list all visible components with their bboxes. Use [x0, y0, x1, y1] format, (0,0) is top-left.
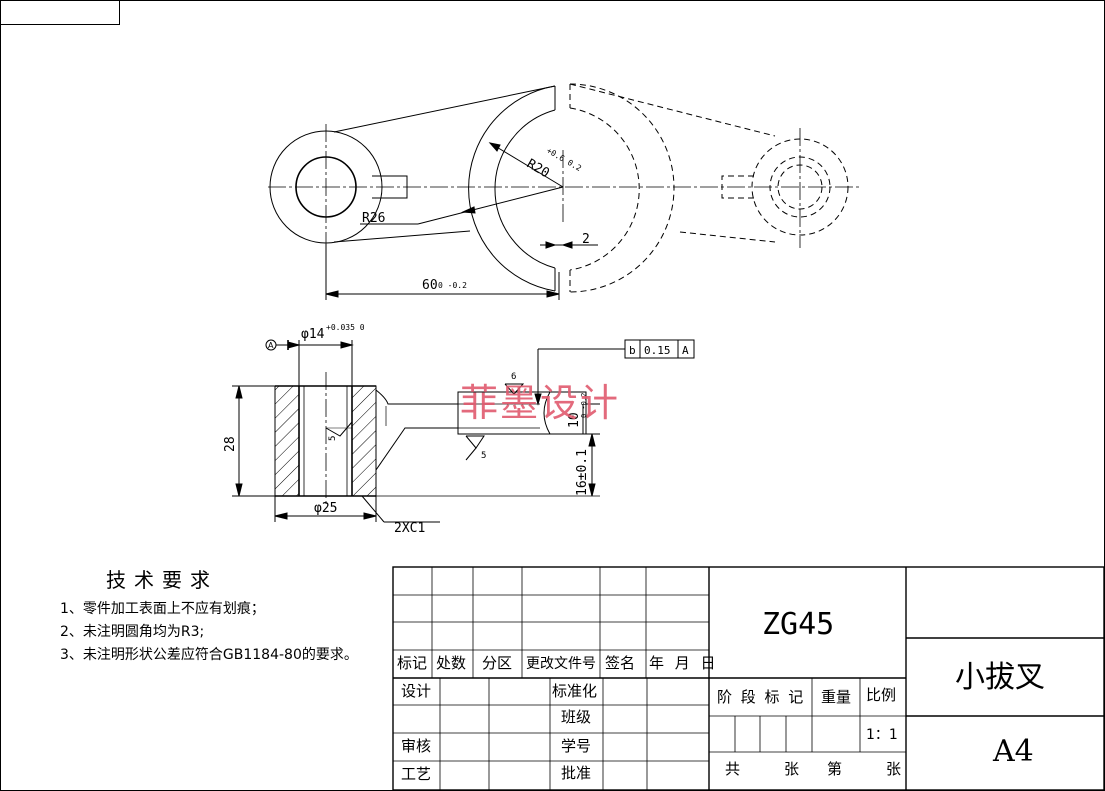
tb-number: 第: [827, 760, 843, 778]
mirror-inner-arc: [569, 107, 640, 271]
tb-approve: 批准: [561, 764, 592, 782]
tb-scale: 1：1: [866, 727, 898, 743]
dim-10: 10: [567, 412, 582, 428]
tech-title: 技术要求: [106, 568, 218, 592]
material: ZG45: [762, 607, 835, 642]
roughness-top: [504, 383, 525, 395]
roughness-bore: [325, 421, 353, 437]
tb-sheets-1: 张: [784, 760, 800, 778]
part-name: 小拔叉: [955, 660, 1045, 695]
tb-change-doc: 更改文件号: [526, 656, 596, 672]
dim-10-tol: 0 -0.2: [580, 393, 588, 418]
dim-r26: R26: [362, 211, 385, 226]
r20-leader: [489, 142, 564, 188]
tb-signature: 签名: [605, 654, 636, 672]
r26-arrow: [461, 206, 476, 214]
tech-item-2: 2、未注明圆角均为R3;: [60, 624, 205, 640]
tb-total: 共: [725, 760, 741, 778]
fcf-frame: [624, 339, 695, 359]
tb-mark: 标记: [397, 654, 428, 672]
dim-60: 60: [422, 278, 438, 293]
r20-arrow: [488, 142, 501, 152]
dim28-arrow-top: [235, 385, 243, 399]
arm-bottom-line: [333, 230, 471, 243]
tb-weight: 重量: [821, 688, 852, 706]
dim-28: 28: [223, 436, 238, 452]
watermark: 菲墨设计: [460, 381, 621, 425]
roughness-bottom-value: 5: [481, 451, 486, 461]
roughness-bottom-tail: [465, 447, 477, 461]
tb-standard: 标准化: [552, 682, 598, 700]
fork-outer-arc: [468, 85, 556, 292]
dim-gap: 2: [582, 232, 590, 247]
tb-zone: 分区: [482, 654, 513, 672]
dim16-arrow-top: [588, 433, 596, 447]
mirror-outer-arc: [569, 83, 675, 293]
tb-student-id: 学号: [561, 737, 592, 755]
phi25-arrow-l: [274, 512, 288, 520]
dim-chamfer: 2XC1: [394, 521, 425, 536]
top-view: [268, 83, 860, 300]
dim28-arrow-bottom: [235, 483, 243, 497]
tb-sheets-2: 张: [886, 760, 902, 778]
datum-letter: A: [268, 341, 274, 350]
fcf-arrow: [534, 393, 542, 406]
chamfer-leader: [361, 495, 385, 523]
fork-curve: [543, 391, 551, 435]
dim-phi14-tol: +0.035 0: [326, 323, 365, 332]
top-centerlines: [268, 124, 860, 250]
arm-bottom-edge: [375, 427, 458, 471]
tech-item-3: 3、未注明形状公差应符合GB1184-80的要求。: [60, 647, 358, 663]
mirror-arm-top: [569, 83, 776, 137]
tb-stage: 阶 段 标 记: [717, 688, 806, 706]
phi14-arrow-l: [287, 341, 301, 349]
paper-size: A4: [993, 734, 1034, 769]
tech-item-1: 1、零件加工表面上不应有划痕；: [60, 601, 265, 617]
r26-leader: [417, 186, 564, 225]
roughness-bottom: [465, 435, 485, 449]
arm-top-edge: [375, 389, 458, 405]
fork-inner-arc: [494, 109, 556, 269]
tb-process: 工艺: [401, 765, 432, 783]
tb-review: 审核: [401, 737, 432, 755]
dim16-arrow-bottom: [588, 483, 596, 497]
tb-count: 处数: [436, 654, 467, 672]
tb-design: 设计: [401, 682, 432, 700]
fcf-symbol: b: [629, 344, 636, 357]
front-view: [232, 339, 695, 523]
gap-arrow-a: [545, 241, 557, 249]
wall-right: [351, 385, 377, 497]
tb-class: 班级: [561, 708, 592, 726]
roughness-bore-value: 5: [328, 436, 338, 441]
mirror-half: [569, 83, 849, 293]
corner-label-box: [0, 0, 120, 25]
phi25-arrow-r: [363, 512, 377, 520]
tb-date: 年 月 日: [649, 654, 719, 672]
fcf-value: 0.15: [644, 344, 671, 357]
dim-60-tol: 0 -0.2: [438, 281, 467, 290]
fork-end: [457, 391, 587, 435]
gap-arrow-b: [561, 241, 573, 249]
dim-phi25: φ25: [314, 501, 337, 516]
tb-scale-label: 比例: [866, 686, 897, 704]
roughness-top-value: 6: [511, 372, 516, 382]
dim60-arrow-right: [546, 290, 560, 298]
mirror-arm-bottom: [679, 231, 776, 243]
arm-top-line: [333, 85, 556, 133]
phi14-arrow-r: [340, 341, 354, 349]
dim60-arrow-left: [325, 290, 339, 298]
title-block-grid: [392, 566, 1105, 791]
datum-circle: [265, 339, 277, 351]
dim-phi14: φ14: [301, 327, 325, 342]
wall-left: [274, 385, 300, 497]
fcf-datum: A: [682, 344, 689, 357]
dim-16: 16±0.1: [575, 449, 590, 496]
